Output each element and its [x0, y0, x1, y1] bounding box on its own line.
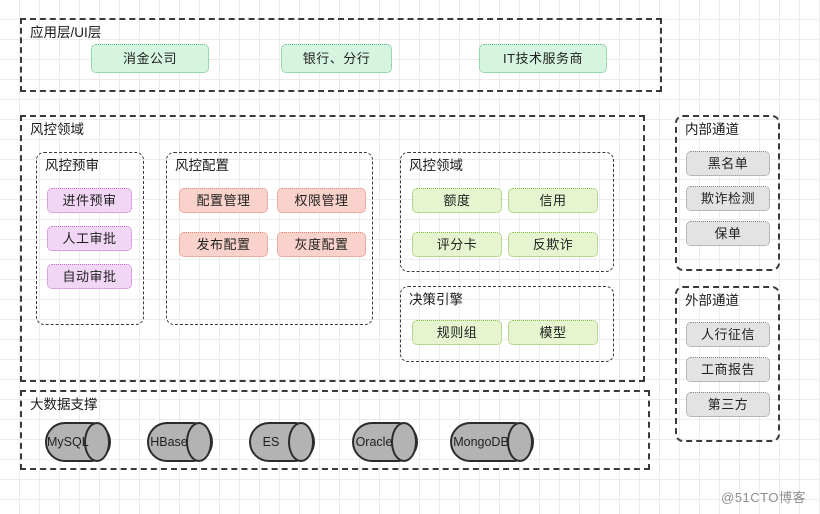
risk-domain-item-label: 反欺诈	[532, 237, 574, 252]
cylinder-cap	[288, 422, 314, 462]
decision-engine-item-model[interactable]: 模型	[508, 320, 598, 345]
pre-approval-item-application-review[interactable]: 进件预审	[47, 188, 132, 213]
external-channel-item-pboc-credit[interactable]: 人行征信	[686, 322, 770, 347]
group-risk-domain: 风控领域	[20, 115, 645, 382]
watermark: @51CTO博客	[721, 490, 806, 505]
app-layer-item-consumer-finance[interactable]: 消金公司	[91, 44, 209, 73]
pre-approval-item-manual-approval[interactable]: 人工审批	[47, 226, 132, 251]
group-decision-engine: 决策引擎	[400, 286, 614, 362]
internal-channel-item-insurance-policy[interactable]: 保单	[686, 221, 770, 246]
risk-domain-item-scorecard[interactable]: 评分卡	[412, 232, 502, 257]
risk-domain-item-anti-fraud[interactable]: 反欺诈	[508, 232, 598, 257]
group-risk-domain-inner: 风控领域	[400, 152, 614, 272]
database-cylinder-es[interactable]: ES	[249, 422, 315, 462]
external-channel-item-business-report[interactable]: 工商报告	[686, 357, 770, 382]
risk-config-item-permission-management[interactable]: 权限管理	[277, 188, 366, 213]
group-risk-domain-title: 风控领域	[30, 122, 84, 137]
cylinder-cap	[507, 422, 533, 462]
internal-channel-item-fraud-detection[interactable]: 欺诈检测	[686, 186, 770, 211]
group-app-layer: 应用层/UI层	[20, 18, 662, 92]
risk-config-item-gray-release-config[interactable]: 灰度配置	[277, 232, 366, 257]
cylinder-cap	[84, 422, 110, 462]
group-app-layer-title: 应用层/UI层	[30, 25, 102, 40]
internal-channel-item-blacklist[interactable]: 黑名单	[686, 151, 770, 176]
group-big-data-title: 大数据支撑	[30, 397, 98, 412]
risk-domain-item-label: 评分卡	[436, 237, 478, 252]
risk-config-item-config-management[interactable]: 配置管理	[179, 188, 268, 213]
risk-domain-item-credit[interactable]: 信用	[508, 188, 598, 213]
database-cylinder-oracle[interactable]: Oracle	[352, 422, 418, 462]
group-risk-config: 风控配置	[166, 152, 373, 325]
group-risk-pre-approval-title: 风控预审	[45, 158, 99, 173]
database-label: Oracle	[355, 435, 393, 449]
external-channel-item-label: 人行征信	[700, 327, 755, 342]
risk-domain-item-label: 信用	[539, 193, 567, 208]
external-channel-item-label: 第三方	[707, 397, 749, 412]
pre-approval-item-label: 进件预审	[62, 193, 117, 208]
app-layer-item-bank[interactable]: 银行、分行	[281, 44, 392, 73]
group-big-data: 大数据支撑	[20, 390, 650, 470]
group-internal-channel: 内部通道	[675, 115, 780, 271]
database-cylinder-mongodb[interactable]: MongoDB	[450, 422, 534, 462]
risk-config-item-label: 权限管理	[294, 193, 349, 208]
pre-approval-item-label: 人工审批	[62, 231, 117, 246]
decision-engine-item-label: 模型	[539, 325, 567, 340]
database-cylinder-mysql[interactable]: MySQL	[45, 422, 111, 462]
app-layer-item-it-service[interactable]: IT技术服务商	[479, 44, 607, 73]
group-risk-pre-approval: 风控预审	[36, 152, 144, 325]
group-decision-engine-title: 决策引擎	[409, 292, 463, 307]
cylinder-cap	[391, 422, 417, 462]
risk-domain-item-credit-limit[interactable]: 额度	[412, 188, 502, 213]
database-cylinder-hbase[interactable]: HBase	[147, 422, 213, 462]
risk-config-item-label: 发布配置	[196, 237, 251, 252]
external-channel-item-label: 工商报告	[700, 362, 755, 377]
cylinder-cap	[186, 422, 212, 462]
decision-engine-item-rule-group[interactable]: 规则组	[412, 320, 502, 345]
group-risk-config-title: 风控配置	[175, 158, 229, 173]
database-label: MySQL	[47, 435, 89, 449]
pre-approval-item-auto-approval[interactable]: 自动审批	[47, 264, 132, 289]
external-channel-item-third-party[interactable]: 第三方	[686, 392, 770, 417]
app-layer-item-label: 银行、分行	[302, 51, 371, 66]
group-external-channel: 外部通道	[675, 286, 780, 442]
internal-channel-item-label: 黑名单	[707, 156, 749, 171]
app-layer-item-label: IT技术服务商	[502, 51, 584, 66]
group-risk-domain-inner-title: 风控领域	[409, 158, 463, 173]
group-external-channel-title: 外部通道	[685, 293, 739, 308]
internal-channel-item-label: 保单	[714, 226, 742, 241]
database-label: MongoDB	[453, 435, 509, 449]
decision-engine-item-label: 规则组	[436, 325, 478, 340]
app-layer-item-label: 消金公司	[122, 51, 177, 66]
risk-config-item-label: 配置管理	[196, 193, 251, 208]
pre-approval-item-label: 自动审批	[62, 269, 117, 284]
group-internal-channel-title: 内部通道	[685, 122, 739, 137]
risk-config-item-label: 灰度配置	[294, 237, 349, 252]
database-label: HBase	[150, 435, 188, 449]
risk-config-item-release-config[interactable]: 发布配置	[179, 232, 268, 257]
database-label: ES	[262, 435, 280, 449]
risk-domain-item-label: 额度	[443, 193, 471, 208]
internal-channel-item-label: 欺诈检测	[700, 191, 755, 206]
